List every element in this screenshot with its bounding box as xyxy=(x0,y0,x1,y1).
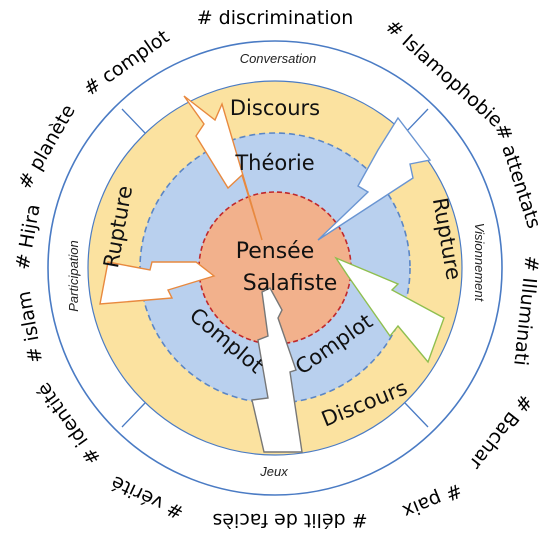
hashtag-hijra: # Hijra xyxy=(12,202,45,271)
hashtag-verite: # vérité xyxy=(108,471,187,524)
bolt-bottom xyxy=(251,287,303,453)
center-label-line1: Pensée xyxy=(236,239,315,264)
hashtag-delit-de-facies: # délit de faciès xyxy=(212,509,367,531)
outer-ring-dividers xyxy=(121,108,429,428)
activity-participation: Participation xyxy=(66,240,81,312)
hashtag-illuminati: # Illuminati xyxy=(509,255,542,367)
bolt-left xyxy=(99,261,216,305)
activity-jeux: Jeux xyxy=(259,464,288,479)
center-label-line2: Salafiste xyxy=(243,271,338,296)
hashtag-attentats: # attentats xyxy=(490,121,545,231)
hashtag-discrimination: # discrimination xyxy=(197,7,354,29)
hashtag-islam: # islam xyxy=(13,289,47,364)
bolt-top-left xyxy=(183,95,263,241)
bolt-top-right xyxy=(317,116,432,241)
hashtag-bachar: # Bachar xyxy=(465,390,537,473)
discours-label-top: Discours xyxy=(230,96,320,120)
theorie-label: Théorie xyxy=(234,151,314,175)
activity-conversation: Conversation xyxy=(240,51,317,66)
activity-visionnement: Visionnement xyxy=(472,223,487,303)
bolt-right xyxy=(334,256,445,364)
lightning-bolts xyxy=(99,95,445,453)
hashtag-paix: # paix xyxy=(399,479,465,523)
